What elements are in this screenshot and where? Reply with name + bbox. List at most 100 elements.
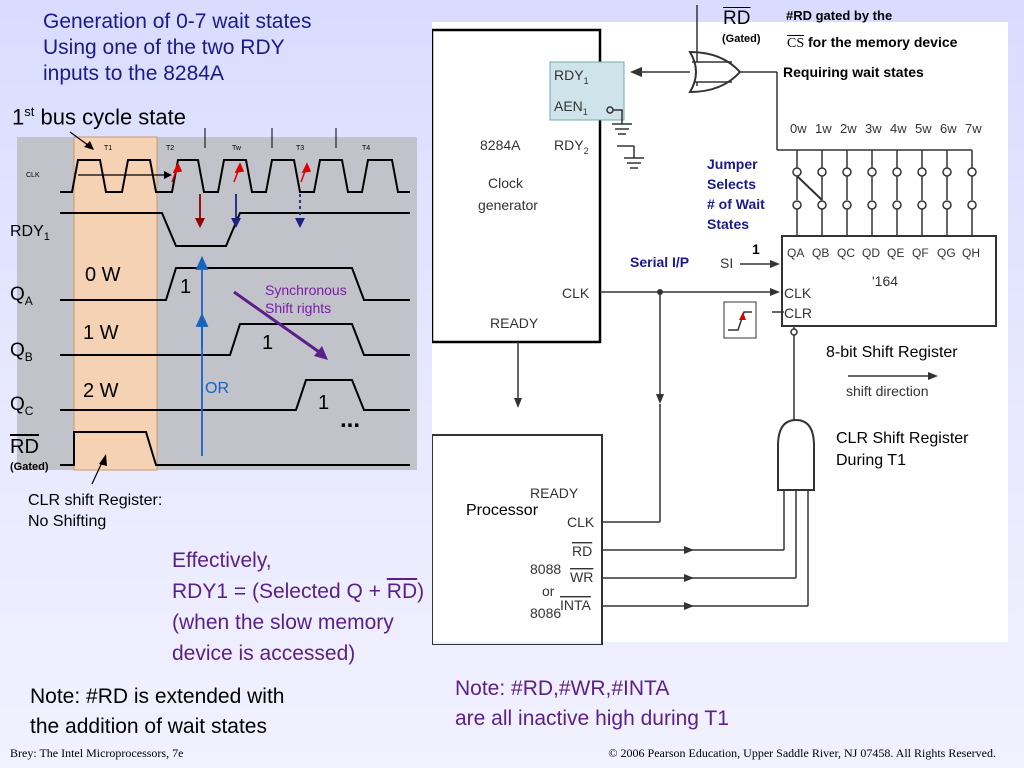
effectively-text: Effectively, RDY1 = (Selected Q + RD) (w… <box>172 549 425 665</box>
q-output-b: QB <box>812 246 829 260</box>
cpu-8086: 8086 <box>530 605 561 621</box>
qb-label: QB <box>10 340 33 364</box>
title-line-2: Using one of the two RDY <box>43 36 285 59</box>
clk-out-pin: CLK <box>562 285 590 301</box>
serial-input-label: Serial I/P <box>630 254 690 270</box>
jumper-col-2 <box>842 150 852 236</box>
wait-1: 1w <box>815 121 832 136</box>
clk-label: CLK <box>26 172 40 179</box>
jumper-col-7 <box>967 150 977 236</box>
eight-bit-register-label: 8-bit Shift Register <box>826 344 958 361</box>
continuation-dots: ... <box>340 406 361 433</box>
serial-one-label: 1 <box>752 241 760 257</box>
wait-label-2: 2 W <box>83 380 119 402</box>
aen1-pin: AEN1 <box>554 98 588 117</box>
rd-gated-overlay: (Gated) <box>722 33 761 45</box>
clr-during-t1-label: CLR Shift Register During T1 <box>836 430 969 469</box>
or-arrows <box>195 255 209 456</box>
rdy2-ground <box>617 145 644 169</box>
sr-clr-pin: CLR <box>784 305 812 321</box>
qb-one-label: 1 <box>262 332 274 354</box>
rdy1-label: RDY1 <box>10 223 50 244</box>
proc-clk-pin: CLK <box>567 514 595 530</box>
qa-label: QA <box>10 284 33 308</box>
jumper-col-6 <box>942 150 952 236</box>
wait-3: 3w <box>865 121 882 136</box>
rdy-aen-highlight <box>549 61 625 121</box>
t-label-4: T3 <box>296 145 304 152</box>
t-label-1: T1 <box>104 145 112 152</box>
rdy2-pin: RDY2 <box>554 137 589 156</box>
rd-gated-by-label: #RD gated by the <box>786 8 893 23</box>
wait-0: 0w <box>790 121 807 136</box>
si-pin: SI <box>720 255 733 271</box>
t-label-2: T2 <box>166 145 174 152</box>
rd-label: RD <box>10 436 39 458</box>
title-line-3: inputs to the 8284A <box>43 62 224 85</box>
jumper-columns <box>792 150 977 236</box>
schematic-board <box>432 22 1008 642</box>
wait-7: 7w <box>965 121 982 136</box>
processor-chip <box>432 434 603 645</box>
wait-state-labels: 0w 1w 2w 3w 4w 5w 6w 7w <box>790 121 982 136</box>
jumper-col-3 <box>867 150 877 236</box>
ready-out-pin: READY <box>490 315 539 331</box>
shift-register-outputs: QA QB QC QD QE QF QG QH <box>787 246 980 260</box>
title-line-1: Generation of 0-7 wait states <box>43 10 312 33</box>
t-label-5: T4 <box>362 145 370 152</box>
qa-one-label: 1 <box>180 276 192 298</box>
clr-shift-note: CLR shift Register: No Shifting <box>28 492 163 530</box>
and-gate <box>777 418 815 491</box>
schematic-diagram: RDY1 AEN1 RDY2 8284A Clock generator CLK… <box>432 5 1008 645</box>
synchronous-shift-label: Synchronous Shift rights <box>265 282 347 316</box>
t-state-labels: T1 T2 Tw T3 T4 <box>104 145 370 152</box>
rd-gated-waveform <box>60 431 410 466</box>
pin-inta: INTA <box>560 597 592 613</box>
first-bus-cycle-label: 1st bus cycle state <box>12 104 187 130</box>
q-output-e: QE <box>887 246 904 260</box>
cpu-8088: 8088 <box>530 561 561 577</box>
pin-rd: RD <box>572 543 592 559</box>
footer-right: © 2006 Pearson Education, Upper Saddle R… <box>608 746 996 760</box>
chip-164-label: '164 <box>872 273 898 289</box>
chip-8284a-label: 8284A <box>480 137 521 153</box>
clk-waveform <box>60 159 410 193</box>
rd-overlay-label: RD <box>723 8 751 29</box>
wait-4: 4w <box>890 121 907 136</box>
shift-direction-label: shift direction <box>846 383 928 399</box>
q-output-h: QH <box>962 246 980 260</box>
generator-label: generator <box>478 197 538 213</box>
jumper-strap <box>796 175 823 201</box>
slide-title: Generation of 0-7 wait states Using one … <box>43 9 311 87</box>
shift-register-chip <box>781 235 997 327</box>
clock-generator-chip <box>432 28 602 344</box>
footer-left: Brey: The Intel Microprocessors, 7e <box>10 746 184 760</box>
t1-pointer-head <box>84 141 94 150</box>
requiring-wait-label: Requiring wait states <box>783 64 924 80</box>
proc-ready-pin: READY <box>530 485 579 501</box>
or-label: OR <box>205 380 229 397</box>
aen-ground <box>606 106 632 135</box>
wait-2: 2w <box>840 121 857 136</box>
cs-memory-label: CS for the memory device <box>787 34 958 51</box>
wait-label-1: 1 W <box>83 322 119 344</box>
q-output-c: QC <box>837 246 855 260</box>
q-output-d: QD <box>862 246 880 260</box>
qc-waveform <box>60 379 410 411</box>
note-inactive-high: Note: #RD,#WR,#INTA are all inactive hig… <box>455 677 729 730</box>
shift-arrow <box>233 290 323 356</box>
wait-6: 6w <box>940 121 957 136</box>
rising-edge-markers <box>171 162 312 183</box>
t1-highlight <box>73 136 158 471</box>
processor-label: Processor <box>466 502 539 519</box>
jumper-col-1 <box>817 150 827 236</box>
jumper-col-4 <box>892 150 902 236</box>
qc-label: QC <box>10 394 34 418</box>
jumper-selects-label: Jumper Selects # of Wait States <box>707 156 765 232</box>
rdy1-waveform <box>60 212 410 247</box>
t-state-ticks <box>204 128 337 148</box>
sr-clk-pin: CLK <box>784 285 812 301</box>
cpu-or: or <box>542 583 555 599</box>
wait-5: 5w <box>915 121 932 136</box>
wait-label-0: 0 W <box>85 264 121 286</box>
